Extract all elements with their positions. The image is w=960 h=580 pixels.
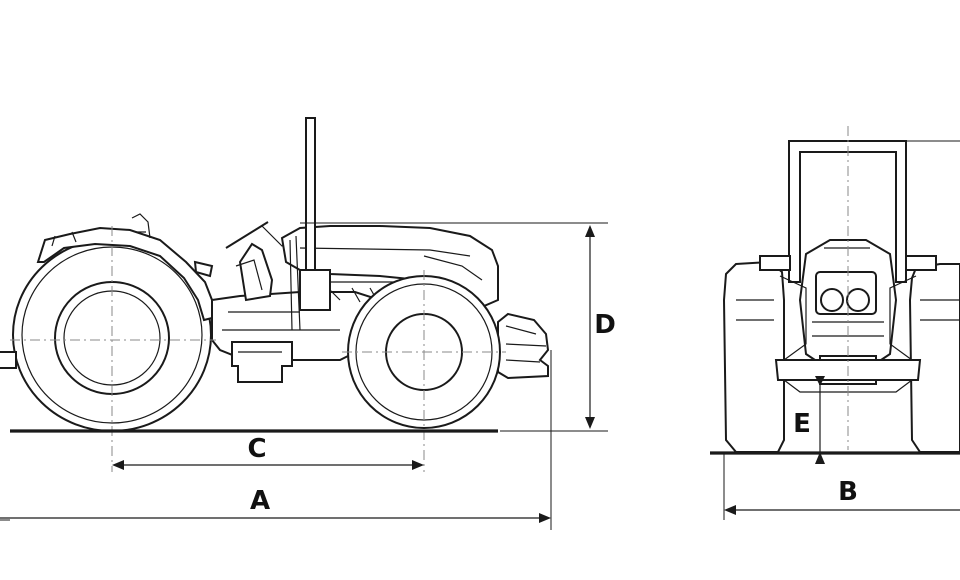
dimension-e-label: E bbox=[793, 409, 811, 439]
tractor-body bbox=[211, 117, 550, 383]
dimension-d-label: D bbox=[594, 310, 616, 340]
right-mudguard bbox=[905, 255, 937, 271]
dimension-e: E bbox=[793, 376, 825, 464]
front-view: B E bbox=[710, 126, 960, 520]
dimension-a-label: A bbox=[250, 486, 270, 516]
dimension-c-label: C bbox=[247, 434, 266, 464]
dimension-b-label: B bbox=[838, 477, 858, 507]
rear-fender bbox=[36, 213, 214, 322]
dimension-d: D bbox=[585, 225, 616, 429]
side-view: C A D bbox=[0, 117, 616, 530]
dimension-c: C bbox=[112, 434, 424, 470]
rear-drawbar bbox=[0, 351, 17, 369]
left-mudguard bbox=[759, 255, 791, 271]
front-view-left-wheel bbox=[722, 260, 785, 453]
front-view-right-wheel bbox=[908, 263, 960, 453]
dimension-b: B bbox=[724, 477, 960, 515]
dimension-a: A bbox=[0, 486, 551, 523]
